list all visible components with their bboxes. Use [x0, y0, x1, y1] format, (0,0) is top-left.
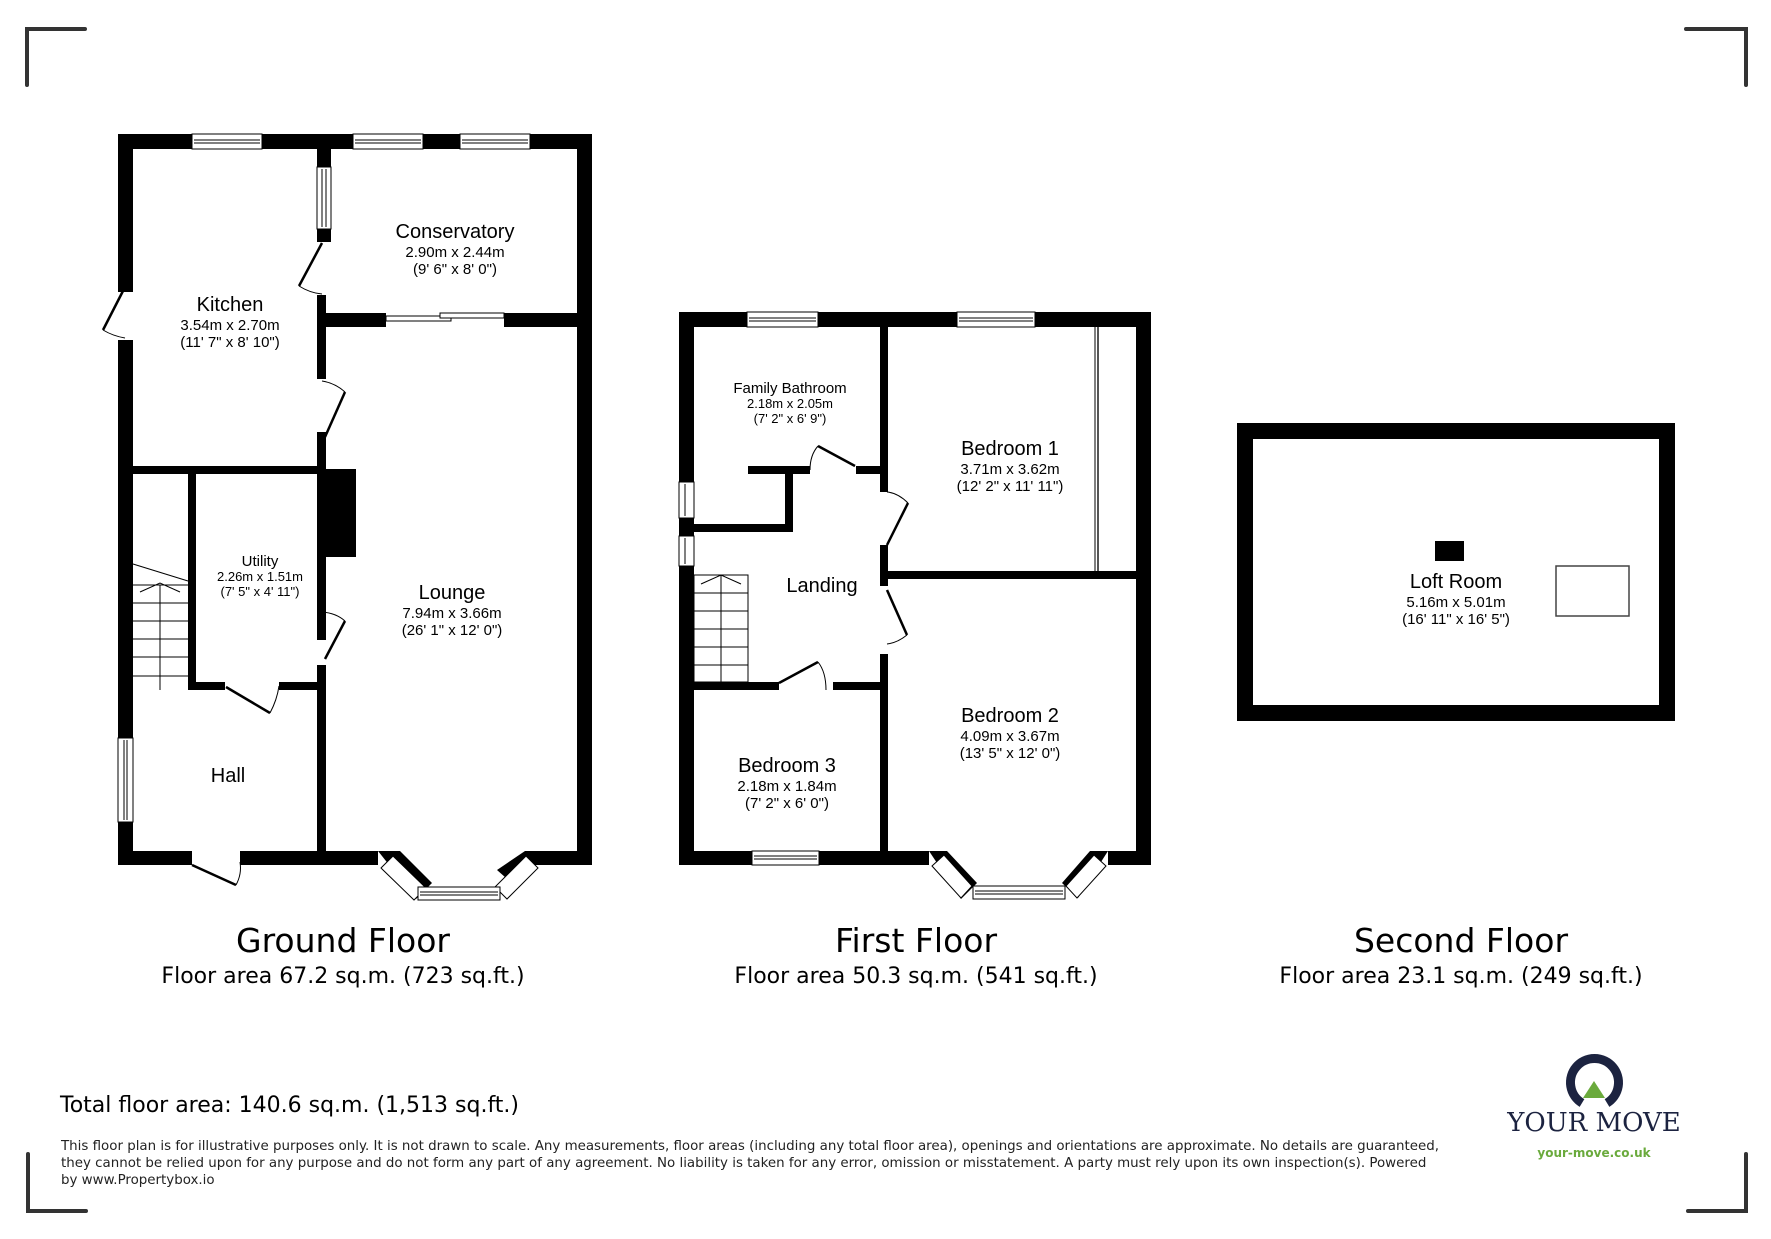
window-symbol: [678, 481, 695, 519]
room-dimensions-metric: 3.71m x 3.62m: [960, 461, 1060, 478]
wardrobe: [1094, 327, 1099, 571]
room-label-hall: Hall: [211, 765, 245, 788]
room-dimensions-imperial: (12' 2" x 11' 11"): [956, 478, 1064, 496]
window-symbol: [751, 850, 820, 866]
room-name: Kitchen: [196, 294, 264, 316]
ground-floor-walls: [118, 134, 592, 865]
room-name: Family Bathroom: [733, 380, 847, 397]
logo-ring-icon: [1566, 1054, 1623, 1107]
skylight: [1555, 565, 1630, 617]
floor-heading-first: First Floor Floor area 50.3 sq.m. (541 s…: [734, 922, 1097, 989]
room-name: Bedroom 2: [961, 705, 1059, 727]
disclaimer-text: This floor plan is for illustrative purp…: [61, 1139, 1439, 1188]
crop-corner-mark-bottom-left: [26, 1152, 88, 1213]
first-floor-doors: [778, 444, 910, 691]
room-name: Bedroom 1: [961, 438, 1059, 460]
room-dimensions-metric: 5.16m x 5.01m: [1406, 594, 1506, 611]
door-swing: [191, 861, 241, 887]
total-floor-area: Total floor area: 140.6 sq.m. (1,513 sq.…: [60, 1093, 520, 1118]
room-dimensions-metric: 2.90m x 2.44m: [405, 244, 505, 261]
bedroom2-bay-window: [929, 851, 1108, 900]
door-swing: [885, 491, 910, 546]
floor-title: First Floor: [834, 921, 998, 960]
room-label-bedroom-3: Bedroom 3 2.18m x 1.84m (7' 2" x 6' 0"): [737, 755, 836, 813]
room-name: Loft Room: [1409, 571, 1503, 593]
room-name: Bedroom 3: [738, 755, 836, 777]
room-label-utility: Utility 2.26m x 1.51m (7' 5" x 4' 11"): [217, 553, 303, 600]
door-swing: [809, 444, 856, 471]
room-dimensions-imperial: (7' 5" x 4' 11"): [220, 584, 300, 600]
staircase: [132, 563, 189, 690]
ground-floor-doors: [101, 242, 347, 887]
room-dimensions-imperial: (26' 1" x 12' 0"): [401, 622, 503, 640]
floor-area: Floor area 23.1 sq.m. (249 sq.ft.): [1279, 963, 1643, 989]
chimney-breast: [1435, 541, 1464, 561]
floor-heading-ground: Ground Floor Floor area 67.2 sq.m. (723 …: [161, 922, 524, 989]
floor-title: Ground Floor: [236, 921, 450, 960]
brand-url-link[interactable]: your-move.co.uk: [1537, 1146, 1651, 1160]
room-label-family-bathroom: Family Bathroom 2.18m x 2.05m (7' 2" x 6…: [733, 380, 846, 427]
door-swing: [321, 380, 347, 438]
brand-name: YOUR MOVE: [1507, 1108, 1681, 1138]
floor-title: Second Floor: [1353, 921, 1569, 960]
floor-area: Floor area 67.2 sq.m. (723 sq.ft.): [161, 963, 525, 989]
window-symbol: [459, 133, 531, 150]
window-symbol: [746, 311, 819, 328]
room-name: Hall: [210, 765, 246, 787]
room-dimensions-imperial: (11' 7" x 8' 10"): [180, 334, 280, 352]
crop-corner-mark-top-right: [1684, 27, 1748, 87]
room-dimensions-metric: 7.94m x 3.66m: [402, 605, 502, 622]
room-name: Utility: [241, 553, 279, 570]
door-swing: [778, 660, 827, 691]
room-label-lounge: Lounge 7.94m x 3.66m (26' 1" x 12' 0"): [402, 582, 503, 640]
window-symbol: [352, 133, 424, 150]
room-name: Conservatory: [395, 221, 515, 243]
room-label-bedroom-2: Bedroom 2 4.09m x 3.67m (13' 5" x 12' 0"…: [960, 705, 1061, 763]
room-dimensions-imperial: (7' 2" x 6' 9"): [753, 411, 827, 427]
room-dimensions-imperial: (9' 6" x 8' 0"): [413, 261, 497, 279]
room-dimensions-metric: 2.26m x 1.51m: [217, 569, 303, 585]
room-label-bedroom-1: Bedroom 1 3.71m x 3.62m (12' 2" x 11' 11…: [957, 438, 1064, 496]
window-symbol: [678, 535, 695, 567]
lounge-bay-window: [378, 851, 544, 901]
room-dimensions-imperial: (7' 2" x 6' 0"): [745, 795, 829, 813]
door-swing: [297, 242, 324, 295]
staircase: [693, 574, 749, 683]
crop-corner-mark-top-left: [25, 27, 87, 87]
chimney-breast: [326, 469, 356, 557]
room-label-loft-room: Loft Room 5.16m x 5.01m (16' 11" x 16' 5…: [1402, 571, 1510, 629]
door-swing: [885, 589, 909, 645]
ground-floor-windows: [117, 133, 531, 823]
floor-area: Floor area 50.3 sq.m. (541 sq.ft.): [734, 963, 1098, 989]
window-symbol: [191, 133, 263, 150]
room-name: Lounge: [418, 582, 486, 604]
crop-corner-mark-bottom-right: [1686, 1152, 1748, 1213]
room-dimensions-imperial: (16' 11" x 16' 5"): [1402, 611, 1510, 629]
room-dimensions-metric: 2.18m x 2.05m: [747, 396, 833, 412]
window-symbol: [316, 166, 332, 230]
second-floor-walls: [1237, 423, 1675, 721]
room-name: Landing: [786, 575, 858, 597]
room-label-kitchen: Kitchen 3.54m x 2.70m (11' 7" x 8' 10"): [180, 294, 279, 352]
room-label-landing: Landing: [786, 575, 857, 598]
window-symbol: [956, 311, 1036, 328]
room-dimensions-metric: 2.18m x 1.84m: [737, 778, 837, 795]
crop-corner-marks: [25, 27, 1748, 1213]
floor-heading-second: Second Floor Floor area 23.1 sq.m. (249 …: [1279, 922, 1642, 989]
window-symbol: [117, 737, 134, 823]
first-floor-windows: [678, 311, 1036, 866]
door-swing: [321, 611, 347, 660]
room-dimensions-metric: 4.09m x 3.67m: [960, 728, 1060, 745]
room-dimensions-imperial: (13' 5" x 12' 0"): [959, 745, 1061, 763]
room-label-conservatory: Conservatory 2.90m x 2.44m (9' 6" x 8' 0…: [396, 221, 515, 279]
door-swing: [101, 288, 126, 339]
door-swing: [225, 685, 280, 715]
room-dimensions-metric: 3.54m x 2.70m: [180, 317, 280, 334]
